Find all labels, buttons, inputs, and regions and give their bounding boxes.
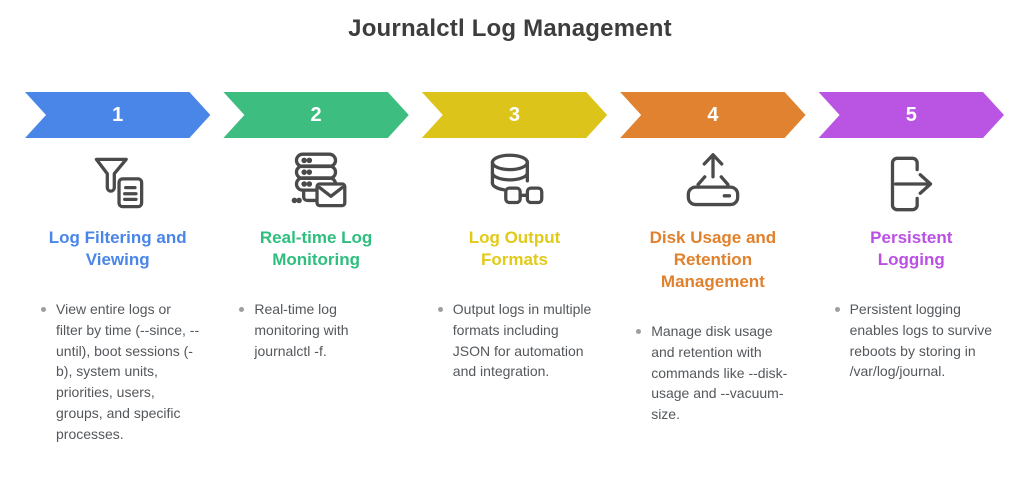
step-description: Real-time log monitoring with journalctl… [254,301,349,359]
step-arrow-band: 1 2 3 4 5 [0,92,1020,138]
step-heading: Log Filtering and Viewing [48,228,187,270]
filter-document-icon [25,145,210,223]
export-arrow-icon [819,145,1004,223]
step-arrow-4: 4 [620,92,805,138]
step-number: 4 [707,103,719,126]
step-bullet: Real-time log monitoring with journalctl… [223,299,408,361]
step-arrow-3: 3 [422,92,607,138]
step-heading: Real-time Log Monitoring [259,228,373,270]
step-bullet: Output logs in multiple formats includin… [422,299,607,382]
step-description: Manage disk usage and retention with com… [651,323,788,423]
step-column-realtime-monitoring: Real-time Log Monitoring Real-time log m… [223,145,408,444]
step-column-persistent-logging: Persistent Logging Persistent logging en… [819,145,1004,444]
page-title: Journalctl Log Management [348,15,672,42]
server-mail-icon [223,145,408,223]
step-column-disk-usage: Disk Usage and Retention Management Mana… [620,145,805,444]
step-heading: Log Output Formats [468,228,561,270]
step-bullet: Persistent logging enables logs to survi… [819,299,1004,382]
bullet-dot [239,307,245,313]
step-arrow-2: 2 [223,92,408,138]
step-number: 5 [905,103,917,126]
step-columns: Log Filtering and Viewing View entire lo… [0,145,1020,444]
step-description: View entire logs or filter by time (--si… [56,301,200,442]
bullet-dot [834,307,840,313]
step-column-output-formats: Log Output Formats Output logs in multip… [422,145,607,444]
step-number: 3 [508,103,521,126]
step-heading: Persistent Logging [870,228,953,270]
step-arrow-1: 1 [25,92,210,138]
disk-upload-icon [620,145,805,223]
bullet-dot [636,329,642,335]
step-number: 2 [310,103,322,126]
step-number: 1 [112,103,124,126]
step-arrow-5: 5 [819,92,1004,138]
bullet-dot [41,307,46,313]
step-description: Output logs in multiple formats includin… [452,301,592,380]
step-heading: Disk Usage and Retention Management [649,228,777,292]
step-bullet: Manage disk usage and retention with com… [620,321,805,425]
step-description: Persistent logging enables logs to survi… [849,301,993,380]
step-bullet: View entire logs or filter by time (--si… [25,299,210,444]
step-column-log-filtering: Log Filtering and Viewing View entire lo… [25,145,210,444]
bullet-dot [437,307,443,313]
database-link-icon [422,145,607,223]
